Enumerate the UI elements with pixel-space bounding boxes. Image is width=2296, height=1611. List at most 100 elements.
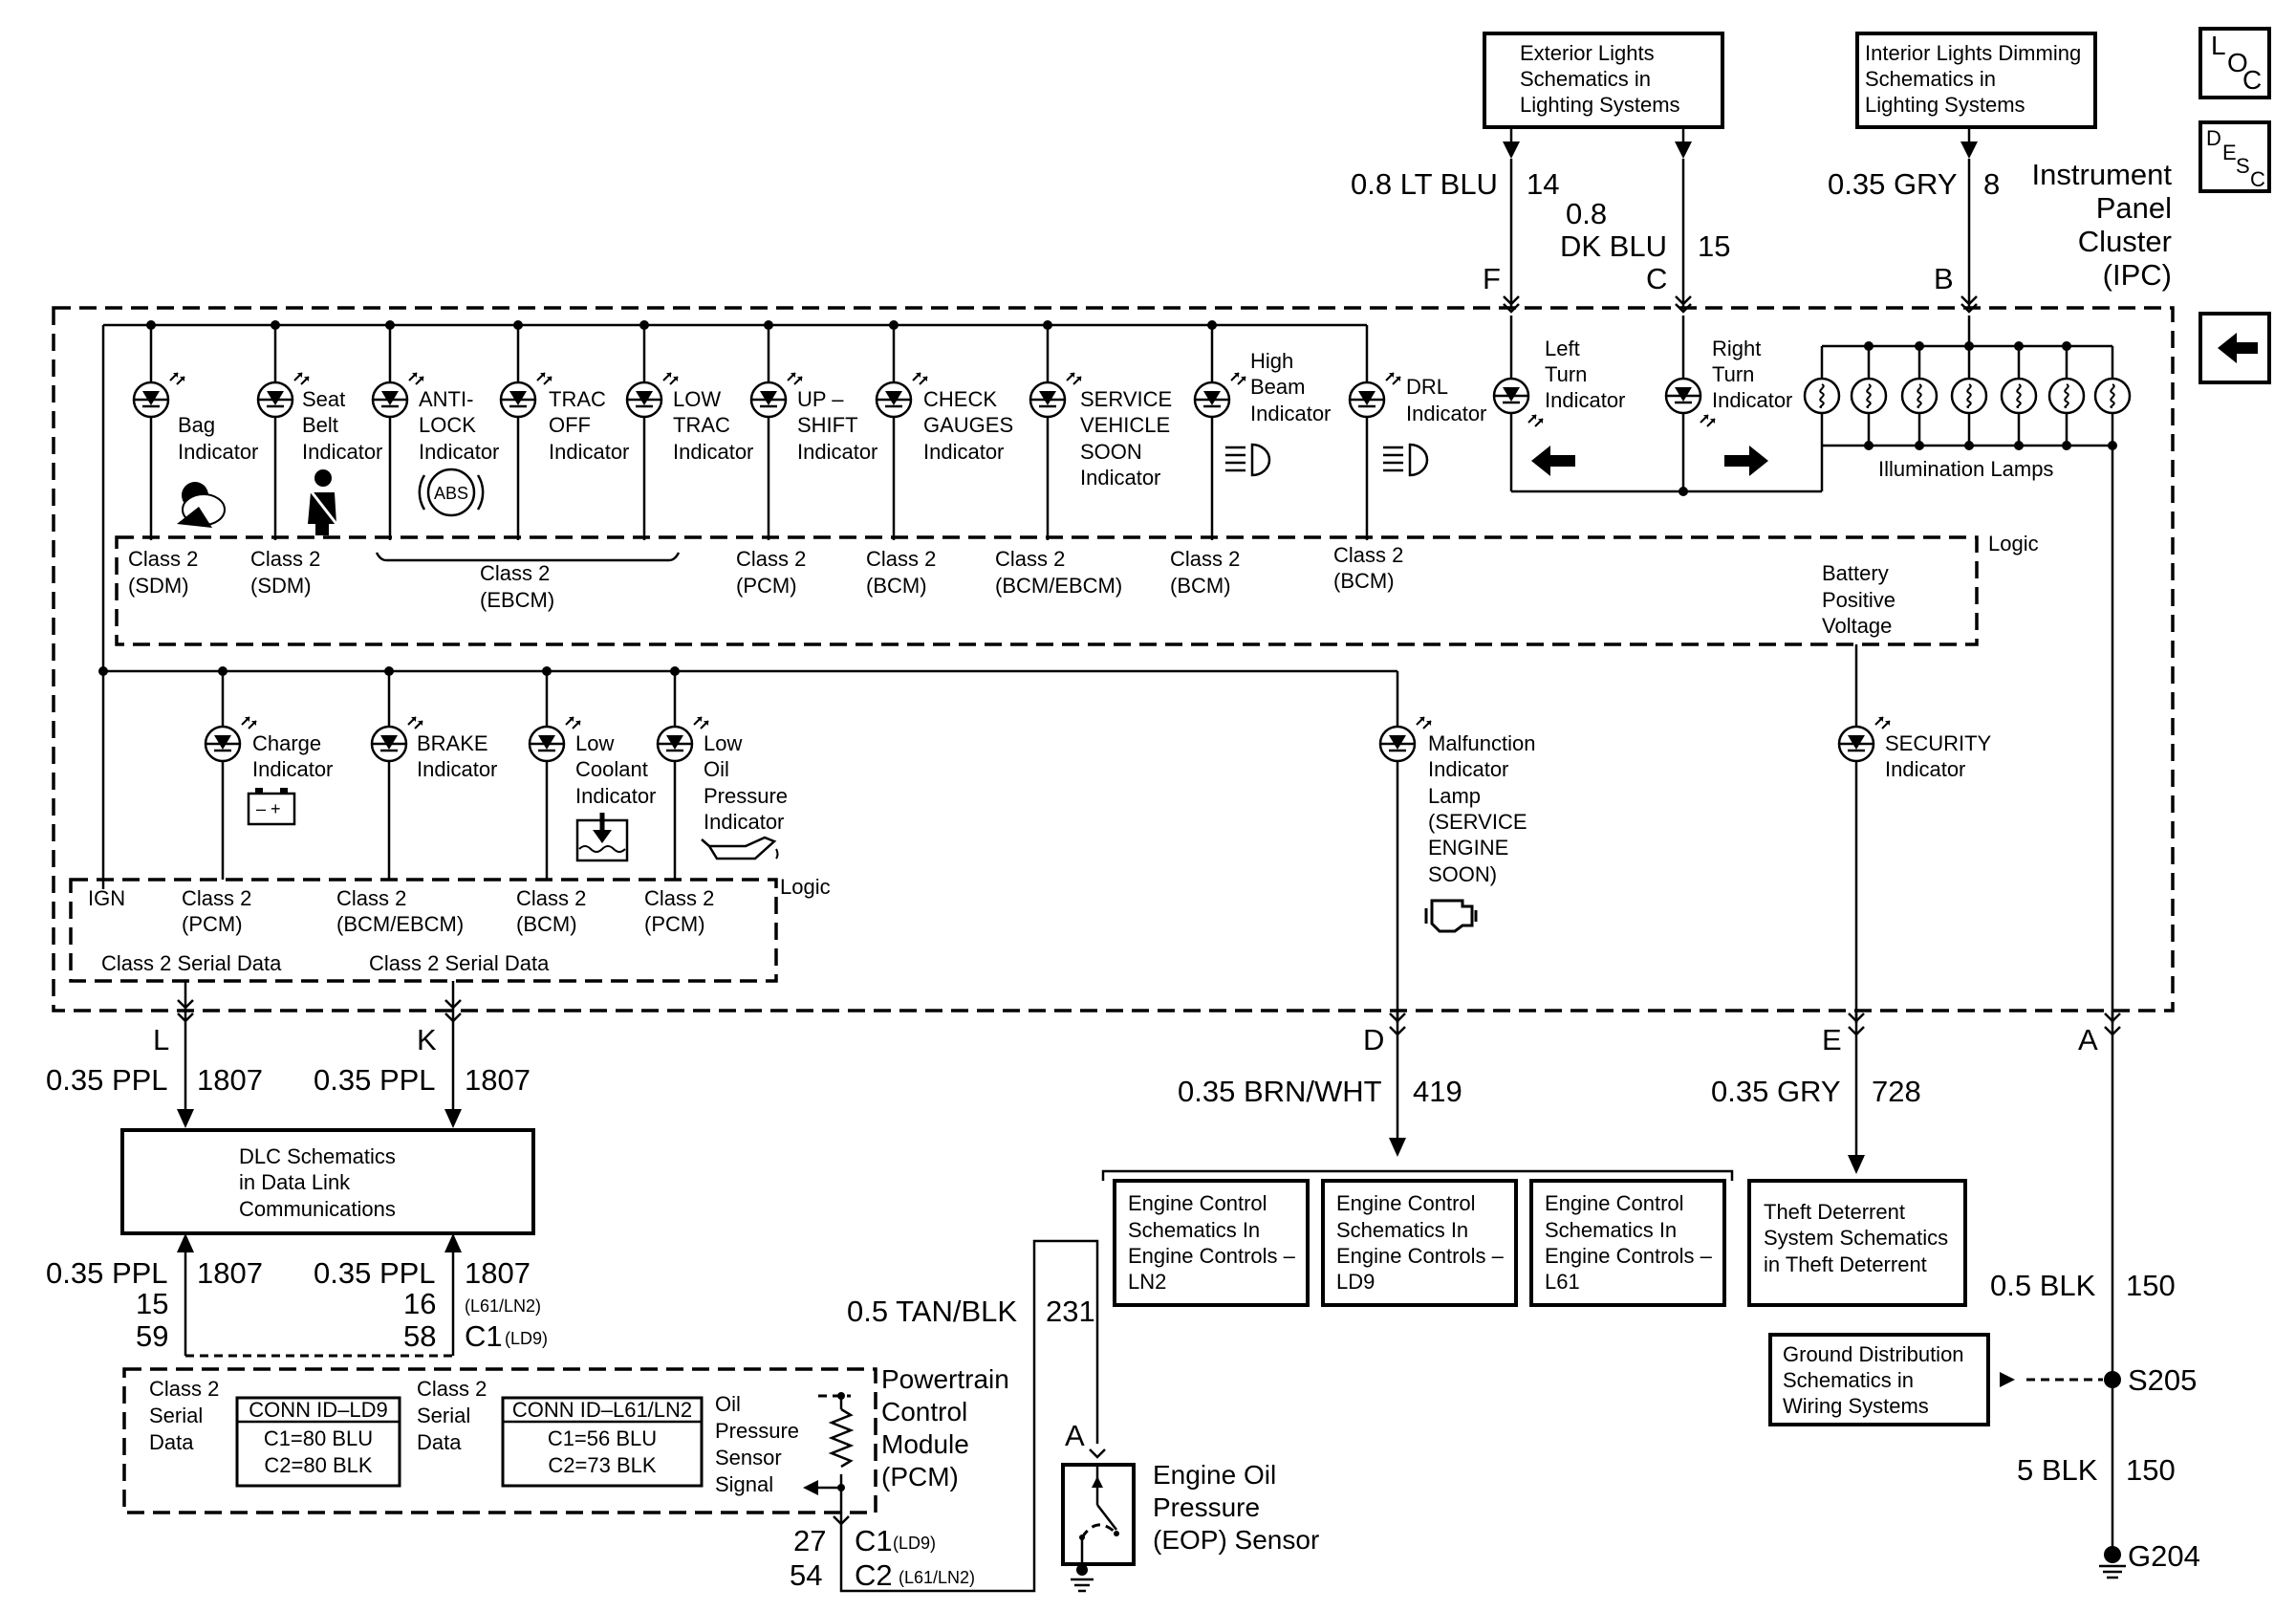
- svg-text:Charge: Charge: [252, 731, 321, 755]
- svg-text:1807: 1807: [465, 1256, 531, 1290]
- wire-k: K 0.35 PPL 1807: [314, 981, 531, 1128]
- svg-text:Battery: Battery: [1822, 561, 1889, 585]
- svg-text:0.35 BRN/WHT: 0.35 BRN/WHT: [1178, 1075, 1382, 1108]
- svg-text:(BCM): (BCM): [1333, 569, 1395, 593]
- svg-text:Indicator: Indicator: [417, 757, 497, 781]
- engine-l61-ref-box[interactable]: Engine Control Schematics In Engine Cont…: [1529, 1179, 1726, 1307]
- svg-text:(EOP) Sensor: (EOP) Sensor: [1153, 1525, 1319, 1555]
- wire-f: 0.8 LT BLU 14 F: [1351, 142, 1559, 314]
- svg-text:Indicator: Indicator: [673, 440, 753, 464]
- svg-text:CONN ID–LD9: CONN ID–LD9: [249, 1398, 387, 1422]
- svg-text:Schematics In: Schematics In: [1545, 1218, 1677, 1242]
- theft-ref-box[interactable]: Theft Deterrent System Schematics in The…: [1747, 1179, 1967, 1307]
- wire-l: L 0.35 PPL 1807: [46, 981, 263, 1128]
- desc-button[interactable]: D E S C: [2199, 120, 2271, 193]
- svg-text:S205: S205: [2128, 1363, 2197, 1397]
- left-arrow-icon: [1531, 446, 1575, 476]
- svg-text:0.35 GRY: 0.35 GRY: [1828, 167, 1958, 201]
- engine-ref-bracket: [1101, 1169, 1734, 1181]
- svg-text:0.35 PPL: 0.35 PPL: [314, 1256, 436, 1290]
- svg-text:Interior Lights Dimming: Interior Lights Dimming: [1865, 41, 2081, 65]
- svg-text:L: L: [2211, 31, 2226, 60]
- svg-text:150: 150: [2126, 1269, 2176, 1302]
- svg-text:C1: C1: [465, 1319, 503, 1353]
- svg-text:F: F: [1483, 262, 1501, 295]
- svg-text:231: 231: [1046, 1295, 1095, 1328]
- svg-text:Powertrain: Powertrain: [881, 1364, 1009, 1394]
- engine-ld9-ref-box[interactable]: Engine Control Schematics In Engine Cont…: [1321, 1179, 1518, 1307]
- svg-text:Indicator: Indicator: [1885, 757, 1965, 781]
- conn-id-l61-box: CONN ID–L61/LN2 C1=56 BLU C2=73 BLK: [501, 1396, 704, 1488]
- svg-text:DK BLU: DK BLU: [1560, 229, 1667, 263]
- svg-text:5 BLK: 5 BLK: [2017, 1453, 2098, 1487]
- high-beam-icon: [1225, 443, 1271, 477]
- svg-text:Instrument: Instrument: [2032, 158, 2173, 191]
- svg-text:Engine Oil: Engine Oil: [1153, 1460, 1276, 1490]
- svg-text:Schematics In: Schematics In: [1128, 1218, 1260, 1242]
- wire-d: D 0.35 BRN/WHT 419: [1178, 1011, 1462, 1157]
- engine-ln2-ref-box[interactable]: Engine Control Schematics In Engine Cont…: [1113, 1179, 1310, 1307]
- seat-belt-icon: [308, 469, 338, 535]
- interior-lights-ref-box[interactable]: Interior Lights Dimming Schematics in Li…: [1855, 32, 2097, 129]
- svg-text:– +: – +: [256, 799, 281, 818]
- svg-text:Indicator: Indicator: [252, 757, 333, 781]
- svg-text:Indicator: Indicator: [549, 440, 629, 464]
- wire-a-ground: A 0.5 BLK 150 S205 5 BLK 150 G204: [1990, 1011, 2200, 1579]
- svg-text:0.35 PPL: 0.35 PPL: [46, 1063, 168, 1097]
- drl-indicator: DRL Indicator: [1348, 372, 1486, 540]
- svg-text:Indicator: Indicator: [1712, 388, 1792, 412]
- svg-text:LN2: LN2: [1128, 1270, 1166, 1294]
- svg-text:(PCM): (PCM): [736, 574, 797, 598]
- svg-text:TRAC: TRAC: [549, 387, 606, 411]
- svg-text:Data: Data: [417, 1430, 462, 1454]
- svg-text:(PCM): (PCM): [881, 1462, 959, 1491]
- svg-text:C: C: [2250, 167, 2265, 191]
- pull-up-resistor: [803, 1392, 855, 1530]
- seat-belt-indicator: Seat Belt Indicator: [256, 325, 382, 540]
- svg-text:419: 419: [1413, 1075, 1462, 1108]
- svg-text:Class 2: Class 2: [644, 886, 714, 910]
- svg-text:(SDM): (SDM): [250, 574, 312, 598]
- svg-text:1807: 1807: [465, 1063, 531, 1097]
- svg-text:Indicator: Indicator: [178, 440, 258, 464]
- svg-text:0.5 BLK: 0.5 BLK: [1990, 1269, 2096, 1302]
- svg-text:LOW: LOW: [673, 387, 721, 411]
- svg-text:Low: Low: [704, 731, 742, 755]
- pcm-bottom-pins: 27 C1 (LD9) 54 C2 (L61/LN2): [790, 1239, 1099, 1593]
- svg-text:(SERVICE: (SERVICE: [1428, 810, 1527, 834]
- svg-text:VEHICLE: VEHICLE: [1080, 413, 1170, 437]
- svg-text:GAUGES: GAUGES: [923, 413, 1013, 437]
- svg-text:1807: 1807: [197, 1256, 263, 1290]
- loc-button[interactable]: L O C: [2199, 27, 2271, 99]
- svg-text:Right: Right: [1712, 337, 1761, 360]
- brake-indicator: BRAKE Indicator: [370, 671, 497, 880]
- back-button[interactable]: [2199, 312, 2271, 384]
- svg-text:S: S: [2236, 154, 2250, 178]
- upper-logic-box: Logic Class 2 (SDM) Class 2 (SDM) Class …: [115, 532, 2039, 646]
- ipc-boundary: [52, 306, 2175, 1012]
- svg-text:Serial: Serial: [149, 1404, 203, 1427]
- svg-text:Class 2: Class 2: [250, 547, 320, 571]
- svg-text:Indicator: Indicator: [1250, 402, 1331, 425]
- svg-text:DRL: DRL: [1406, 375, 1448, 399]
- svg-text:(EBCM): (EBCM): [480, 588, 554, 612]
- abs-icon: ABS: [418, 468, 485, 517]
- svg-text:Engine Control: Engine Control: [1545, 1191, 1684, 1215]
- dlc-ref-box[interactable]: DLC Schematics in Data Link Communicatio…: [120, 1128, 535, 1235]
- svg-text:SOON): SOON): [1428, 862, 1497, 886]
- svg-text:Malfunction: Malfunction: [1428, 731, 1536, 755]
- svg-text:0.35 PPL: 0.35 PPL: [46, 1256, 168, 1290]
- wire-b: 0.35 GRY 8 B: [1828, 142, 2000, 314]
- oil-can-icon: [701, 836, 779, 860]
- svg-text:Class 2: Class 2: [1333, 543, 1403, 567]
- svg-text:C1: C1: [855, 1524, 893, 1557]
- ground-dist-ref-box[interactable]: Ground Distribution Schematics in Wiring…: [1768, 1333, 1990, 1426]
- exterior-lights-ref-box[interactable]: Exterior Lights Schematics in Lighting S…: [1483, 32, 1724, 129]
- svg-text:A: A: [1065, 1419, 1085, 1452]
- svg-text:Class 2: Class 2: [149, 1377, 219, 1401]
- svg-text:Class 2: Class 2: [516, 886, 586, 910]
- svg-text:Bag: Bag: [178, 413, 215, 437]
- svg-text:Indicator: Indicator: [419, 440, 499, 464]
- svg-text:Class 2: Class 2: [866, 547, 936, 571]
- svg-text:High: High: [1250, 349, 1293, 373]
